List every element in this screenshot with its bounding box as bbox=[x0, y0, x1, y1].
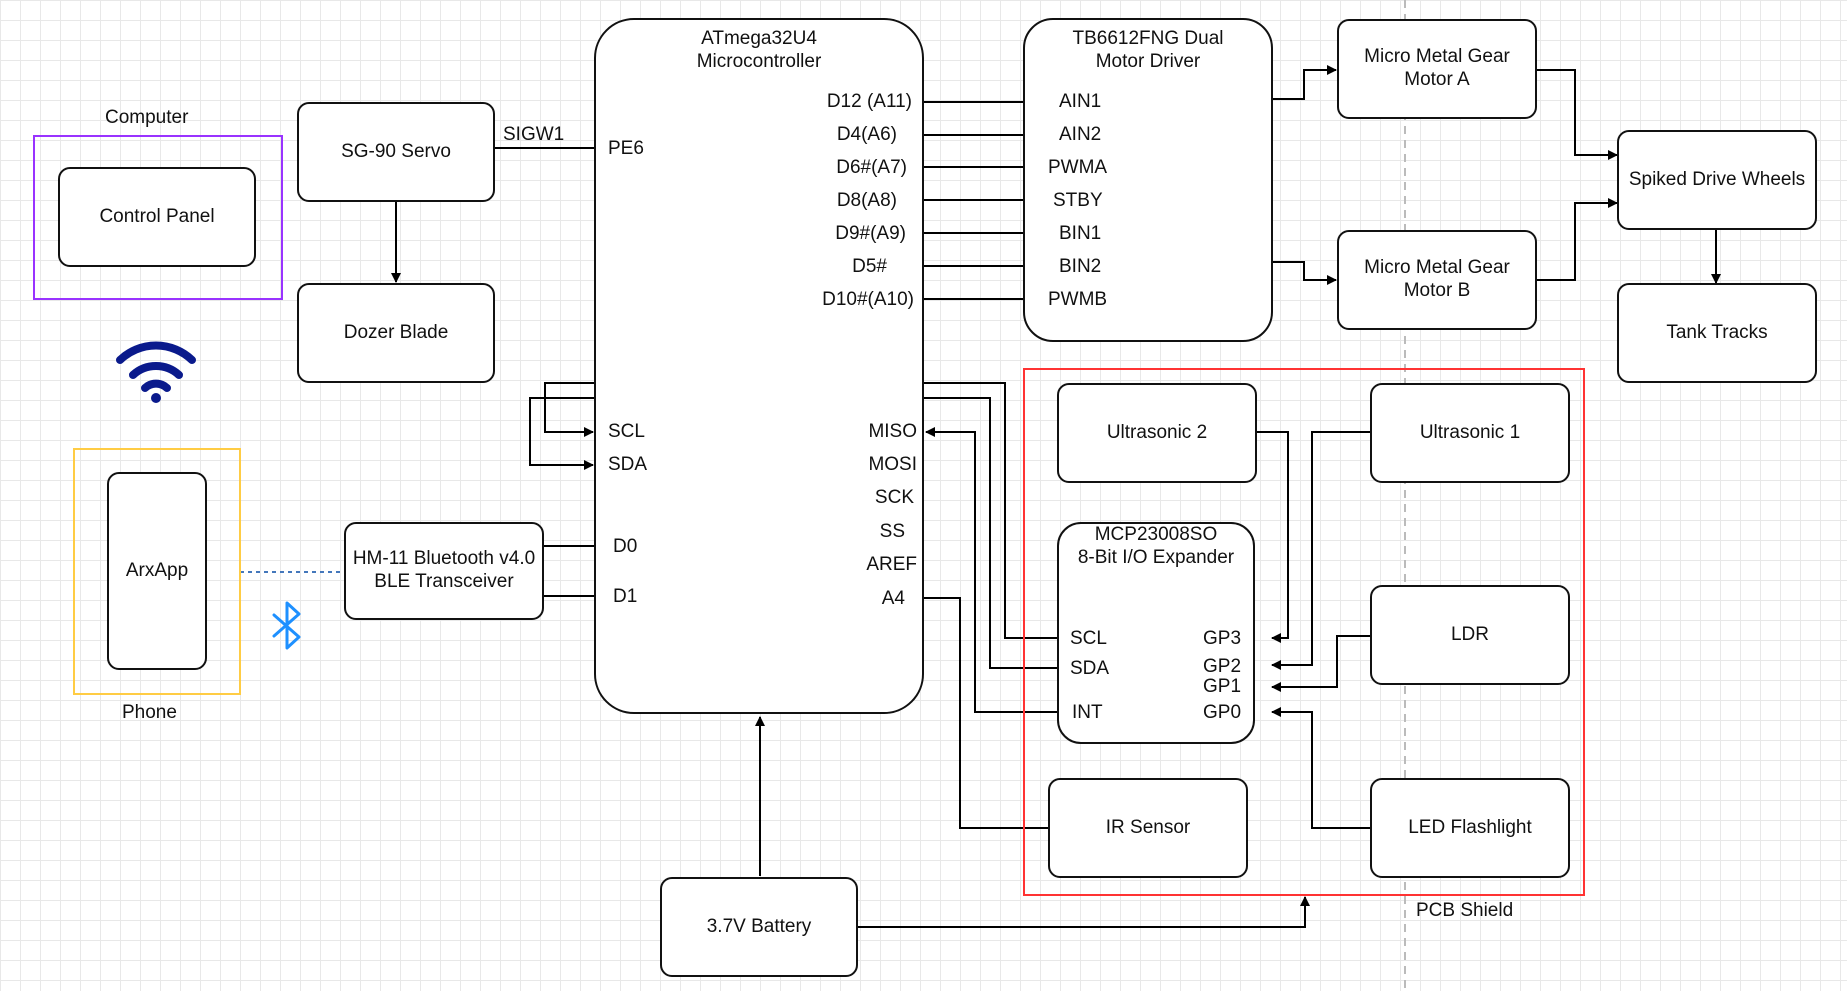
drive-wheels-label: Spiked Drive Wheels bbox=[1628, 168, 1806, 190]
dozer-blade-label: Dozer Blade bbox=[343, 321, 449, 343]
phone-group-label: Phone bbox=[122, 702, 177, 723]
wire-a4-ir bbox=[924, 597, 1048, 829]
control-panel-node[interactable]: Control Panel bbox=[58, 167, 256, 267]
wire-battery-shield bbox=[858, 896, 1310, 928]
tank-tracks-node[interactable]: Tank Tracks bbox=[1617, 283, 1817, 383]
expander-pin-int: INT bbox=[1072, 702, 1103, 723]
mcu-label-line1: ATmega32U4 bbox=[701, 28, 817, 49]
pcb-shield-frame bbox=[1023, 368, 1585, 896]
mcu-pin-d1: D1 bbox=[613, 586, 638, 607]
servo-signal-label: SIGW1 bbox=[503, 124, 565, 145]
expander-label-line1: MCP23008SO bbox=[1094, 524, 1218, 545]
arxapp-label: ArxApp bbox=[125, 559, 189, 581]
driver-pin-pwma: PWMA bbox=[1048, 157, 1108, 178]
wire-driver-motor-b bbox=[1271, 261, 1337, 285]
computer-group-frame bbox=[33, 135, 283, 300]
driver-pin-bin1: BIN1 bbox=[1059, 223, 1102, 244]
drive-wheels-node[interactable]: Spiked Drive Wheels bbox=[1617, 130, 1817, 230]
wire-mcu-driver bbox=[922, 101, 1024, 300]
driver-pin-ain2: AIN2 bbox=[1059, 124, 1102, 145]
mcu-pin-ss: SS bbox=[879, 521, 905, 542]
wire-ultrasonic2-gp3 bbox=[1255, 431, 1289, 643]
wire-motor-a-wheels bbox=[1535, 69, 1618, 160]
motor-b-label-line2: Motor B bbox=[1403, 280, 1471, 301]
mcu-node[interactable]: ATmega32U4 Microcontroller bbox=[594, 18, 924, 714]
mcu-pin-d6: D6#(A7) bbox=[836, 157, 907, 178]
bluetooth-icon bbox=[272, 601, 301, 650]
driver-pin-pwmb: PWMB bbox=[1048, 289, 1108, 310]
motor-a-label-line2: Motor A bbox=[1404, 69, 1470, 90]
expander-pin-gp0: GP0 bbox=[1203, 702, 1242, 723]
pcb-shield-label: PCB Shield bbox=[1416, 900, 1514, 921]
ultrasonic1-node[interactable]: Ultrasonic 1 bbox=[1370, 383, 1570, 483]
hm11-label-line1: HM-11 Bluetooth v4.0 bbox=[352, 548, 536, 570]
mcu-pin-scl: SCL bbox=[608, 421, 645, 442]
mcu-pin-d4: D4(A6) bbox=[836, 124, 897, 145]
driver-pin-stby: STBY bbox=[1053, 190, 1103, 211]
mcu-pin-d0: D0 bbox=[613, 536, 638, 557]
mcu-pin-mosi: MOSI bbox=[868, 454, 917, 475]
tank-tracks-label: Tank Tracks bbox=[1666, 321, 1768, 343]
mcu-pin-d10: D10#(A10) bbox=[822, 289, 914, 310]
motor-b-label-line1: Micro Metal Gear bbox=[1364, 257, 1510, 279]
mcu-pin-sda: SDA bbox=[608, 454, 648, 475]
mcu-pin-a4: A4 bbox=[881, 588, 905, 609]
mcu-pin-d5: D5# bbox=[852, 256, 887, 277]
arxapp-node[interactable]: ArxApp bbox=[107, 472, 207, 670]
expander-pin-scl: SCL bbox=[1070, 628, 1107, 649]
mcu-pin-miso: MISO bbox=[868, 421, 917, 442]
expander-pin-gp2: GP2 bbox=[1203, 656, 1242, 677]
led-flashlight-node[interactable]: LED Flashlight bbox=[1370, 778, 1570, 878]
expander-label-line2: 8-Bit I/O Expander bbox=[1077, 546, 1235, 568]
mcu-pin-d9: D9#(A9) bbox=[835, 223, 906, 244]
motor-a-label-line1: Micro Metal Gear bbox=[1364, 46, 1510, 68]
expander-pin-gp1: GP1 bbox=[1203, 676, 1242, 697]
expander-pin-sda: SDA bbox=[1070, 658, 1110, 679]
battery-node[interactable]: 3.7V Battery bbox=[660, 877, 858, 977]
dozer-blade-node[interactable]: Dozer Blade bbox=[297, 283, 495, 383]
driver-pin-ain1: AIN1 bbox=[1059, 91, 1102, 112]
motor-a-node[interactable]: Micro Metal Gear Motor A bbox=[1337, 19, 1537, 119]
mcu-pin-aref: AREF bbox=[866, 554, 917, 575]
wire-driver-motor-a bbox=[1271, 65, 1337, 100]
led-flashlight-label: LED Flashlight bbox=[1408, 816, 1532, 838]
ultrasonic1-label: Ultrasonic 1 bbox=[1419, 421, 1521, 443]
wire-ultrasonic1-gp2 bbox=[1271, 431, 1370, 670]
battery-label: 3.7V Battery bbox=[706, 915, 812, 937]
expander-pin-gp3: GP3 bbox=[1203, 628, 1242, 649]
motor-driver-node[interactable]: TB6612FNG Dual Motor Driver bbox=[1023, 18, 1273, 342]
wire-int-miso bbox=[925, 427, 1057, 713]
motor-driver-label-line2: Motor Driver bbox=[1095, 50, 1201, 72]
mcu-pin-pe6: PE6 bbox=[608, 138, 644, 159]
motor-driver-label-line1: TB6612FNG Dual bbox=[1072, 28, 1224, 49]
wifi-icon bbox=[116, 341, 196, 403]
control-panel-label: Control Panel bbox=[99, 205, 215, 227]
phone-group-frame bbox=[73, 448, 241, 695]
ir-sensor-node[interactable]: IR Sensor bbox=[1048, 778, 1248, 878]
ldr-label: LDR bbox=[1450, 623, 1489, 645]
ir-sensor-label: IR Sensor bbox=[1105, 816, 1191, 838]
expander-node[interactable]: MCP23008SO 8-Bit I/O Expander bbox=[1057, 522, 1255, 744]
computer-group-label: Computer bbox=[105, 107, 189, 128]
ultrasonic2-node[interactable]: Ultrasonic 2 bbox=[1057, 383, 1257, 483]
driver-pin-bin2: BIN2 bbox=[1059, 256, 1102, 277]
wire-ldr-gp1 bbox=[1271, 635, 1370, 692]
motor-b-node[interactable]: Micro Metal Gear Motor B bbox=[1337, 230, 1537, 330]
mcu-label-line2: Microcontroller bbox=[696, 50, 822, 72]
ultrasonic2-label: Ultrasonic 2 bbox=[1106, 421, 1208, 443]
mcu-pin-sck: SCK bbox=[874, 487, 914, 508]
mcu-pin-d12: D12 (A11) bbox=[826, 91, 912, 112]
servo-label: SG-90 Servo bbox=[341, 140, 451, 162]
hm11-node[interactable]: HM-11 Bluetooth v4.0 BLE Transceiver bbox=[344, 522, 544, 620]
servo-node[interactable]: SG-90 Servo bbox=[297, 102, 495, 202]
ldr-node[interactable]: LDR bbox=[1370, 585, 1570, 685]
wire-motor-b-wheels bbox=[1535, 198, 1618, 281]
mcu-pin-d8: D8(A8) bbox=[836, 190, 897, 211]
hm11-label-line2: BLE Transceiver bbox=[374, 571, 514, 592]
wire-led-gp0 bbox=[1271, 707, 1370, 829]
